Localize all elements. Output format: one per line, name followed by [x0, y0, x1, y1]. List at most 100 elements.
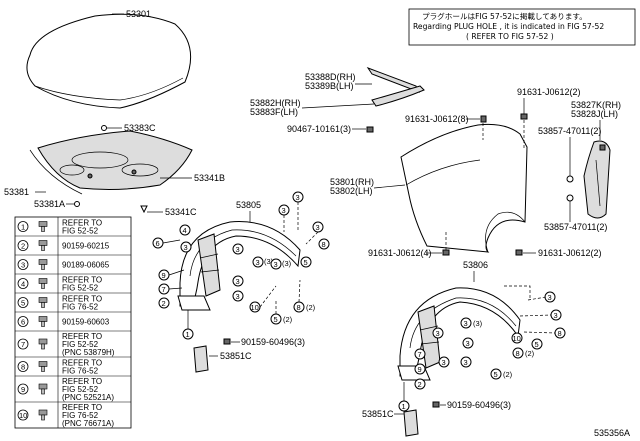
hood-panel — [26, 13, 192, 109]
label-90467: 90467-10161(3) — [287, 124, 351, 134]
legend-num: 9 — [21, 385, 25, 394]
callout-3: 3 — [464, 319, 468, 328]
legend-text: REFER TO — [62, 377, 102, 386]
callout-2: 2 — [162, 299, 166, 308]
legend-num: 1 — [21, 223, 25, 232]
legend-text: FIG 76-52 — [62, 367, 99, 376]
label-91631-2a: 91631-J0612(2) — [517, 87, 581, 97]
notice-box: プラグホールはFIG 57-52に掲載してあります。 Regarding PLU… — [408, 8, 636, 46]
plug-icon — [101, 125, 107, 131]
legend-text: REFER TO — [62, 219, 102, 228]
callout-8: 8 — [322, 240, 326, 249]
qty-3: (3) — [282, 259, 292, 268]
legend-text: 90189-06065 — [62, 261, 110, 270]
bumper-icon — [74, 201, 80, 207]
screw-icon — [432, 401, 440, 408]
push-clip-icon — [38, 278, 48, 289]
callout-5: 5 — [304, 258, 308, 267]
bolt-icon — [480, 115, 487, 123]
callout-5: 5 — [274, 315, 278, 324]
legend-text: FIG 76-52 — [62, 411, 99, 420]
callout-8: 8 — [516, 349, 520, 358]
callout-9: 9 — [418, 365, 422, 374]
qty-2: (2) — [525, 349, 535, 358]
legend-row: 6 90159-60603 — [15, 311, 131, 327]
legend-num: 2 — [21, 242, 25, 251]
callout-3: 3 — [442, 358, 446, 367]
fastener-icon — [38, 383, 48, 395]
callout-3: 3 — [466, 339, 470, 348]
legend-text: 90159-60603 — [62, 318, 110, 327]
legend-row: 2 90159-60215 — [15, 235, 131, 251]
label-53801: 53801(RH) — [330, 177, 374, 187]
label-90159-a: 90159-60496(3) — [241, 337, 305, 347]
callout-3: 3 — [184, 243, 188, 252]
legend-num: 3 — [21, 261, 25, 270]
legend-num: 6 — [21, 318, 25, 327]
label-53383C: 53383C — [124, 123, 156, 133]
callout-9: 9 — [162, 271, 166, 280]
bolt-icon — [520, 113, 528, 120]
label-53341C: 53341C — [165, 207, 197, 217]
label-53806: 53806 — [463, 260, 488, 270]
clip-icon — [566, 194, 574, 202]
label-91631-4: 91631-J0612(4) — [368, 248, 432, 258]
legend-text: REFER TO — [62, 295, 102, 304]
callout-3: 3 — [548, 293, 552, 302]
label-53857-a: 53857-47011(2) — [538, 126, 601, 136]
callout-3: 3 — [464, 358, 468, 367]
callout-8: 8 — [297, 303, 301, 312]
callout-5: 5 — [535, 340, 539, 349]
callout-3: 3 — [296, 193, 300, 202]
legend-text: REFER TO — [62, 403, 102, 412]
callout-3: 3 — [436, 329, 440, 338]
figure-code: 535356A — [594, 428, 630, 438]
clip-icon — [566, 175, 574, 183]
bolt-icon — [366, 126, 374, 133]
label-53389B: 53389B(LH) — [305, 81, 354, 91]
label-53802: 53802(LH) — [330, 186, 373, 196]
qty-2: (2) — [503, 370, 513, 379]
front-fender-liner — [177, 221, 301, 311]
callout-7: 7 — [162, 285, 166, 294]
qty-2: (2) — [283, 315, 293, 324]
qty-3: (3) — [264, 257, 274, 266]
screw-icon — [223, 338, 231, 345]
label-53827K: 53827K(RH) — [571, 100, 621, 110]
bolt-icon — [442, 249, 450, 256]
legend-num: 8 — [21, 363, 25, 372]
qty-3: (3) — [473, 319, 483, 328]
callout-3: 3 — [282, 206, 286, 215]
callout-10: 10 — [251, 303, 259, 312]
legend-num: 7 — [21, 340, 25, 349]
legend-text: REFER TO — [62, 276, 102, 285]
legend-text: FIG 52-52 — [62, 284, 99, 293]
legend-num: 5 — [21, 299, 25, 308]
stud-icon — [38, 361, 48, 372]
retainer-icon — [38, 338, 48, 350]
callout-3: 3 — [316, 223, 320, 232]
label-53388D: 53388D(RH) — [305, 72, 356, 82]
label-53341B: 53341B — [194, 173, 225, 183]
legend-row: 3 90189-06065 — [15, 254, 131, 270]
callout-6: 6 — [156, 239, 160, 248]
bolt-icon — [38, 409, 48, 421]
callout-7: 7 — [418, 350, 422, 359]
legend-text: (PNC 53879H) — [62, 348, 115, 357]
legend-text: 90159-60215 — [62, 242, 110, 251]
qty-2: (2) — [306, 303, 316, 312]
notice-line-2: Regarding PLUG HOLE , it is indicated in… — [413, 22, 604, 31]
fender-bracket — [583, 140, 611, 219]
grommet-icon — [38, 240, 48, 251]
callout-3: 3 — [236, 292, 240, 301]
label-53882H: 53882H(RH) — [250, 98, 301, 108]
legend-text: FIG 52-52 — [62, 340, 99, 349]
legend-num: 4 — [21, 280, 25, 289]
legend-text: (PNC 52521A) — [62, 393, 114, 402]
